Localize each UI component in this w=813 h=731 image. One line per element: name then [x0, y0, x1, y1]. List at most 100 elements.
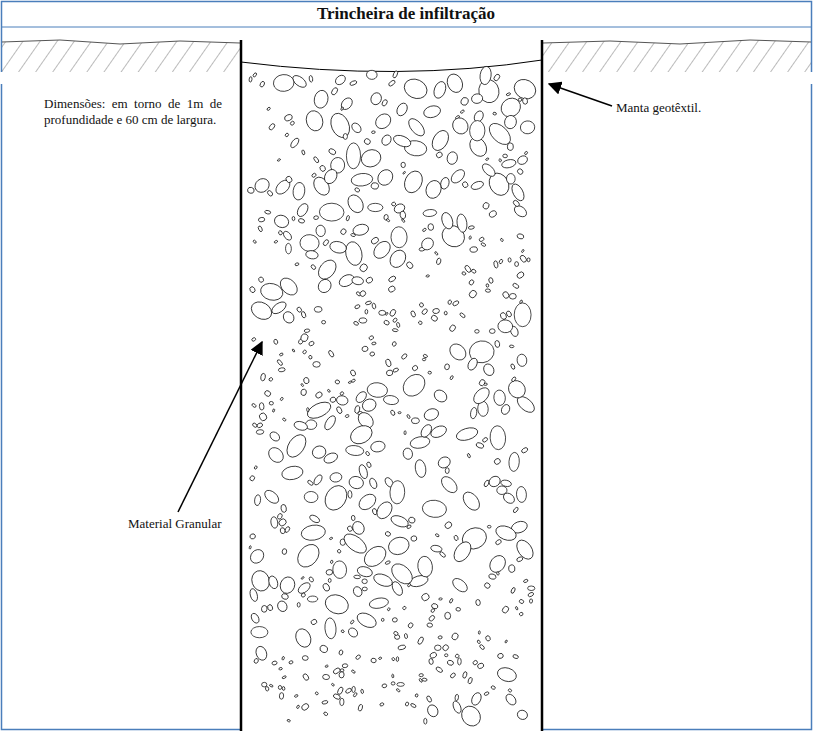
stone [328, 578, 331, 582]
stone [340, 391, 345, 396]
stone [494, 523, 519, 543]
stone [299, 234, 319, 252]
stone [251, 626, 268, 637]
stone [422, 678, 427, 682]
stone [519, 254, 528, 263]
stone [361, 346, 368, 352]
stone [458, 658, 462, 665]
stone [485, 158, 489, 161]
stone [426, 275, 430, 278]
stone [350, 369, 357, 377]
stone [322, 700, 329, 705]
stone [455, 694, 459, 701]
stone [509, 293, 516, 299]
stone [289, 137, 300, 149]
stone [389, 480, 405, 504]
stone [391, 202, 396, 207]
stone [252, 72, 257, 77]
stone [305, 250, 319, 260]
stone [449, 598, 453, 603]
stone [331, 683, 335, 687]
stone [285, 133, 290, 138]
stone [488, 573, 496, 580]
stone [392, 70, 398, 78]
stone [268, 430, 281, 443]
stone [396, 657, 399, 662]
stone [415, 694, 419, 698]
stone [527, 592, 534, 598]
stone [315, 391, 324, 399]
stone [371, 131, 375, 134]
stone [385, 312, 388, 316]
stone [470, 691, 483, 706]
stone [387, 285, 396, 293]
stone [329, 240, 348, 255]
stone [348, 490, 352, 498]
stone [308, 355, 312, 359]
stone [436, 455, 452, 470]
stone [398, 412, 401, 414]
stone [302, 673, 310, 681]
stone [429, 424, 448, 440]
stone [528, 586, 535, 591]
stone [350, 520, 366, 537]
stone [392, 341, 397, 347]
stone [469, 120, 485, 141]
stone [516, 271, 525, 280]
stone [444, 612, 450, 620]
stone [399, 370, 429, 401]
stone [516, 354, 527, 367]
stone [372, 342, 377, 345]
stone [420, 592, 430, 602]
stone [360, 397, 378, 414]
stone [268, 377, 273, 381]
stone [488, 277, 494, 284]
stone [319, 165, 326, 173]
stone [432, 388, 449, 405]
stone [345, 445, 364, 457]
stone [516, 709, 529, 721]
stone [260, 373, 266, 381]
stone [302, 655, 308, 660]
stone [301, 311, 307, 318]
stone [428, 223, 434, 230]
leader-line [549, 84, 612, 106]
stone [450, 672, 457, 678]
stone [247, 187, 255, 194]
stone [282, 230, 293, 242]
stone [439, 551, 446, 558]
stone [279, 667, 283, 670]
stone [249, 286, 256, 294]
stone [365, 451, 370, 456]
stone [391, 226, 408, 248]
stone [273, 339, 278, 345]
stone [249, 588, 259, 602]
stone [300, 333, 310, 343]
stone [515, 606, 518, 610]
stone [446, 151, 459, 166]
stone [249, 546, 251, 550]
stone [478, 379, 486, 387]
stone [447, 300, 451, 305]
stone [282, 418, 286, 422]
stone [470, 246, 478, 253]
stone [269, 684, 273, 687]
stone [479, 644, 485, 650]
stone [330, 560, 333, 564]
stone [427, 623, 433, 628]
stone [406, 116, 428, 139]
ground-surface-right [543, 40, 811, 44]
stone [366, 461, 372, 468]
stone [307, 596, 318, 602]
stone [336, 406, 343, 414]
stone [392, 328, 398, 332]
stone [355, 610, 379, 630]
stone [521, 447, 529, 454]
stone [283, 431, 310, 460]
stone [518, 98, 522, 102]
stone [328, 148, 337, 156]
stone [503, 154, 508, 158]
stone [424, 718, 427, 724]
stone [322, 451, 339, 465]
stone [336, 395, 349, 406]
